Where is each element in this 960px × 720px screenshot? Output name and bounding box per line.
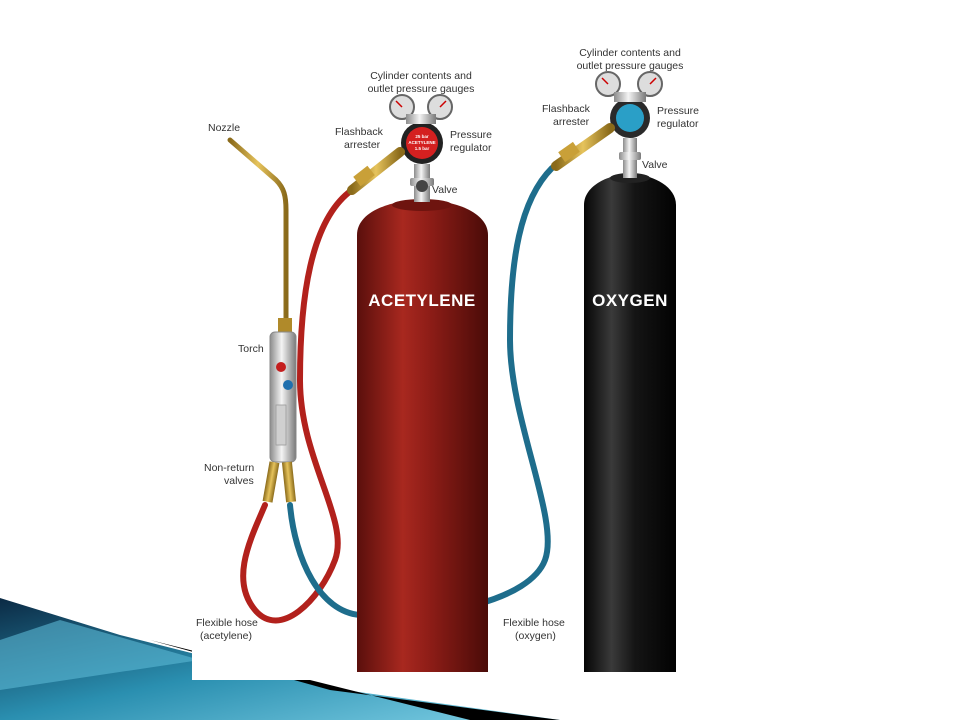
label-flashback-acetylene-line1: Flashback	[335, 126, 384, 138]
oxygen-gauge-right	[637, 71, 663, 97]
oxygen-cylinder: OXYGEN	[584, 173, 676, 672]
label-non-return-line2: valves	[224, 475, 254, 487]
welding-torch	[227, 137, 297, 503]
label-gauges-acetylene-line2: outlet pressure gauges	[368, 83, 475, 95]
label-nozzle: Nozzle	[208, 122, 240, 134]
label-flashback-oxygen-line2: arrester	[553, 116, 590, 128]
oxygen-regulator-assembly	[551, 71, 663, 178]
label-regulator-acetylene-line1: Pressure	[450, 129, 492, 141]
label-hose-acetylene-line1: Flexible hose	[196, 617, 258, 629]
label-regulator-oxygen-line1: Pressure	[657, 105, 699, 117]
label-hose-oxygen-line1: Flexible hose	[503, 617, 565, 629]
badge-line-1: 25 bar	[415, 134, 429, 139]
label-gauges-acetylene-line1: Cylinder contents and	[370, 70, 472, 82]
acetylene-flashback-arrester	[347, 147, 405, 195]
slide-corner-decoration	[0, 598, 560, 720]
label-regulator-oxygen-line2: regulator	[657, 118, 699, 130]
badge-line-3: 1.5 bar	[415, 146, 430, 151]
acetylene-gauge-right	[427, 94, 453, 120]
label-hose-acetylene-line2: (acetylene)	[200, 630, 252, 642]
label-non-return-line1: Non-return	[204, 462, 254, 474]
label-flashback-acetylene-line2: arrester	[344, 139, 381, 151]
label-gauges-oxygen-line1: Cylinder contents and	[579, 47, 681, 59]
label-hose-oxygen-line2: (oxygen)	[515, 630, 556, 642]
nozzle	[227, 137, 289, 325]
acetylene-regulator-assembly: 25 bar ACETYLENE 1.5 bar	[347, 94, 453, 202]
oxygen-cylinder-label: OXYGEN	[592, 291, 668, 310]
label-valve-acetylene: Valve	[432, 184, 458, 196]
badge-line-2: ACETYLENE	[408, 140, 435, 145]
oxygen-valve-knob	[283, 380, 293, 390]
label-flashback-oxygen-line1: Flashback	[542, 103, 591, 115]
label-gauges-oxygen-line2: outlet pressure gauges	[577, 60, 684, 72]
oxygen-flashback-arrester	[551, 123, 615, 171]
non-return-valves	[262, 461, 297, 503]
acetylene-valve-knob	[276, 362, 286, 372]
label-torch: Torch	[238, 343, 264, 355]
acetylene-cylinder: ACETYLENE	[357, 199, 488, 672]
acetylene-hose	[240, 187, 355, 624]
label-regulator-acetylene-line2: regulator	[450, 142, 492, 154]
acetylene-gauge-left	[389, 94, 415, 120]
oxygen-hose	[287, 165, 555, 619]
oxygen-gauge-left	[595, 71, 621, 97]
acetylene-cylinder-label: ACETYLENE	[368, 291, 475, 310]
label-valve-oxygen: Valve	[642, 159, 668, 171]
